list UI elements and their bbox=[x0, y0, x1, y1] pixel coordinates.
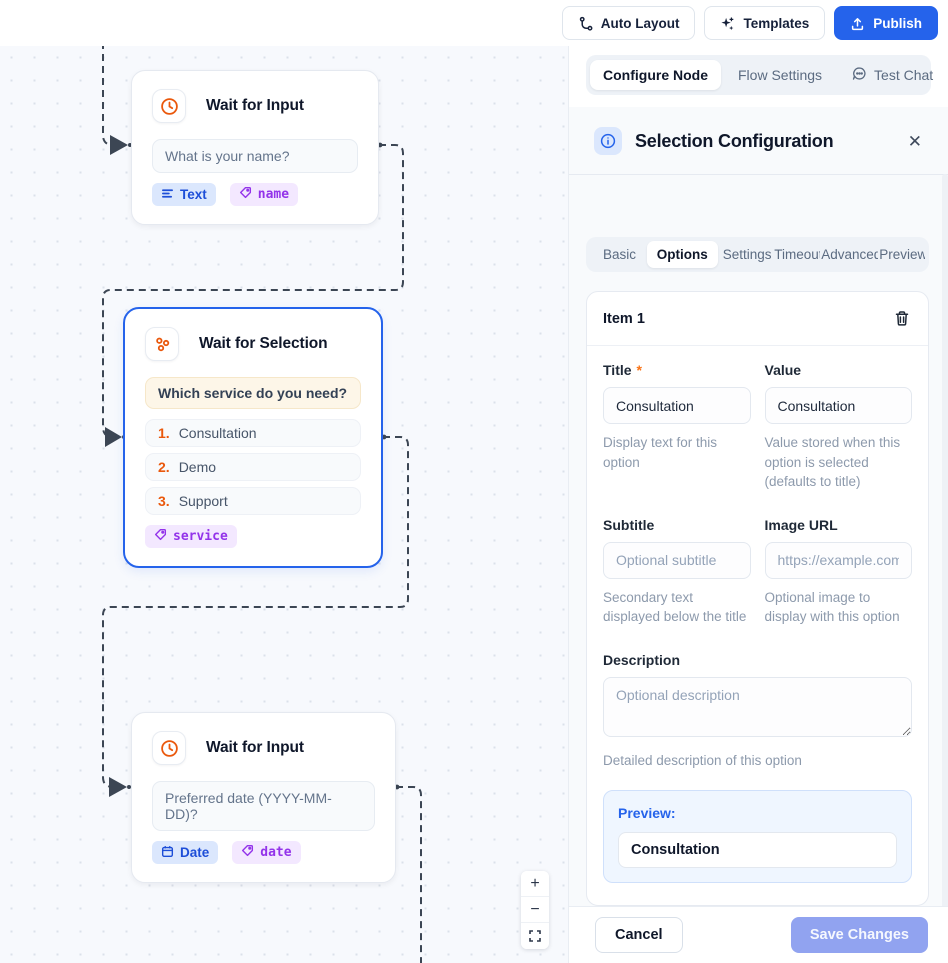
value-label: Value bbox=[764, 362, 802, 378]
preview-label: Preview: bbox=[618, 805, 676, 822]
trash-icon[interactable] bbox=[892, 308, 912, 329]
zoom-out-button[interactable]: − bbox=[521, 897, 549, 923]
zoom-controls: + − bbox=[521, 871, 549, 949]
zoom-in-button[interactable]: + bbox=[521, 871, 549, 897]
upload-icon bbox=[850, 16, 865, 31]
subtab-preview[interactable]: Preview bbox=[879, 247, 926, 262]
tag-icon bbox=[241, 844, 254, 861]
auto-layout-label: Auto Layout bbox=[600, 15, 680, 31]
subtitle-input[interactable] bbox=[603, 541, 751, 579]
variable-badge: service bbox=[145, 525, 237, 548]
top-toolbar: Auto Layout Templates Publish bbox=[0, 0, 948, 46]
toolbar-actions: Auto Layout Templates Publish bbox=[561, 6, 938, 40]
item-1-title: Item 1 bbox=[603, 310, 645, 327]
fit-view-icon bbox=[529, 930, 541, 942]
node-option-3: 3. Support bbox=[145, 487, 361, 515]
node-option-2: 2. Demo bbox=[145, 453, 361, 481]
edge-start-to-node1 bbox=[102, 46, 114, 146]
clock-icon bbox=[152, 89, 186, 123]
chat-bubble-icon bbox=[852, 66, 867, 84]
auto-layout-button[interactable]: Auto Layout bbox=[561, 6, 696, 40]
title-input[interactable] bbox=[603, 387, 751, 424]
type-badge: Date bbox=[152, 841, 219, 864]
subtitle-label: Subtitle bbox=[603, 516, 655, 533]
required-asterisk: * bbox=[636, 362, 642, 378]
info-icon bbox=[594, 127, 622, 155]
image-url-input[interactable] bbox=[764, 541, 912, 579]
save-changes-button[interactable]: Save Changes bbox=[790, 917, 928, 953]
title-label: Title* bbox=[603, 362, 642, 378]
arrowhead-node2 bbox=[105, 427, 122, 447]
subtab-options[interactable]: Options bbox=[646, 241, 718, 268]
node-wait-for-input-1[interactable]: Wait for Input What is your name? Text n… bbox=[131, 70, 379, 225]
node-title: Wait for Input bbox=[206, 97, 304, 114]
panel-title: Selection Configuration bbox=[635, 130, 834, 151]
arrowhead-node3 bbox=[109, 777, 127, 797]
cancel-button[interactable]: Cancel bbox=[595, 917, 683, 953]
fit-view-button[interactable] bbox=[521, 923, 549, 949]
value-input[interactable] bbox=[764, 387, 912, 424]
node-title: Wait for Selection bbox=[199, 335, 328, 352]
image-url-label: Image URL bbox=[764, 516, 838, 533]
item-1-card: Item 1 Title* Display text for this opti… bbox=[586, 291, 929, 906]
subtab-basic[interactable]: Basic bbox=[603, 247, 637, 262]
panel-tabstrip: Configure Node Flow Settings Test Chat bbox=[569, 46, 948, 107]
tab-configure-node[interactable]: Configure Node bbox=[590, 60, 721, 90]
subtab-timeout[interactable]: Timeout bbox=[774, 247, 821, 262]
templates-label: Templates bbox=[743, 15, 810, 31]
auto-layout-icon bbox=[578, 16, 593, 31]
preview-item: Consultation bbox=[618, 832, 897, 869]
title-help: Display text for this option bbox=[603, 435, 718, 470]
description-help: Detailed description of this option bbox=[603, 752, 802, 768]
close-icon[interactable]: ✕ bbox=[902, 131, 928, 152]
panel-body: Basic Options Settings Timeout Advanced … bbox=[569, 220, 948, 906]
flow-canvas[interactable]: Wait for Input What is your name? Text n… bbox=[0, 46, 568, 963]
panel-footer: Cancel Save Changes bbox=[569, 906, 948, 963]
description-label: Description bbox=[603, 651, 681, 668]
panel-scrollbar[interactable] bbox=[942, 174, 948, 963]
variable-badge: date bbox=[232, 841, 301, 864]
node-wait-for-input-2[interactable]: Wait for Input Preferred date (YYYY-MM-D… bbox=[131, 712, 396, 883]
subtab-settings[interactable]: Settings bbox=[722, 247, 772, 262]
publish-button[interactable]: Publish bbox=[834, 6, 938, 40]
tag-icon bbox=[239, 186, 252, 203]
templates-button[interactable]: Templates bbox=[704, 6, 826, 40]
text-lines-icon bbox=[161, 187, 174, 203]
config-panel: Configure Node Flow Settings Test Chat bbox=[568, 46, 948, 963]
node-wait-for-selection[interactable]: Wait for Selection Which service do you … bbox=[123, 307, 383, 568]
tag-icon bbox=[154, 528, 167, 545]
publish-label: Publish bbox=[873, 15, 922, 31]
variable-badge: name bbox=[229, 183, 299, 206]
subtitle-help: Secondary text displayed below the title bbox=[603, 589, 747, 625]
node-prompt: What is your name? bbox=[152, 139, 358, 173]
preview-box: Preview: Consultation bbox=[603, 790, 912, 884]
panel-header: Selection Configuration ✕ bbox=[569, 107, 948, 175]
image-url-help: Optional image to display with this opti… bbox=[764, 589, 900, 625]
node-prompt: Preferred date (YYYY-MM-DD)? bbox=[152, 781, 375, 831]
tab-flow-settings[interactable]: Flow Settings bbox=[738, 67, 823, 83]
node-option-1: 1. Consultation bbox=[145, 419, 361, 447]
calendar-icon bbox=[161, 845, 174, 861]
type-badge: Text bbox=[152, 183, 216, 206]
node-title: Wait for Input bbox=[206, 739, 304, 756]
description-textarea[interactable] bbox=[603, 676, 912, 737]
clock-icon bbox=[152, 731, 186, 765]
arrowhead-node1 bbox=[110, 135, 128, 155]
node-question: Which service do you need? bbox=[145, 377, 361, 409]
sparkles-icon bbox=[720, 16, 735, 31]
subtab-advanced[interactable]: Advanced bbox=[821, 247, 879, 262]
selection-icon bbox=[145, 327, 179, 361]
edge-node3-out bbox=[396, 786, 422, 963]
value-help: Value stored when this option is selecte… bbox=[764, 435, 901, 490]
config-subtabs: Basic Options Settings Timeout Advanced … bbox=[586, 237, 929, 272]
tab-test-chat[interactable]: Test Chat bbox=[839, 59, 946, 91]
